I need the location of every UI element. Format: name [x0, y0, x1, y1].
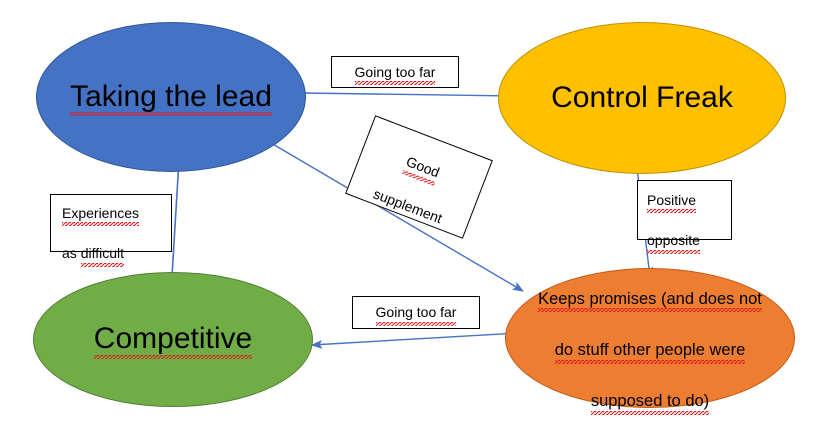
- spellcheck-underline: Experiences: [62, 203, 140, 227]
- node-control-freak[interactable]: Control Freak: [498, 22, 786, 174]
- spellcheck-underline: opposite: [647, 230, 700, 254]
- edge-label-good-supplement[interactable]: Good supplement: [345, 115, 493, 239]
- arrow-keeps-promises-to-competitive: [310, 332, 519, 349]
- spellcheck-underline: Positive: [647, 190, 697, 214]
- spellcheck-underline: Good: [403, 151, 443, 183]
- node-taking-the-lead-label: Taking the lead: [62, 78, 280, 118]
- node-competitive[interactable]: Competitive: [33, 272, 313, 407]
- spellcheck-underline: Keeps promises (and does not: [538, 287, 762, 313]
- edge-label-going-too-far-top[interactable]: Going too far: [331, 56, 459, 88]
- edge-label-experiences-as-difficult-text: Experiences as difficult: [62, 182, 140, 267]
- spellcheck-underline: Going too far: [375, 302, 456, 326]
- spellcheck-underline: Going too far: [354, 62, 435, 86]
- edge-label-going-too-far-bottom[interactable]: Going too far: [352, 296, 480, 329]
- arrow-competitive-to-taking-the-lead: [171, 158, 184, 277]
- node-control-freak-label: Control Freak: [551, 80, 733, 114]
- spellcheck-underline: do stuff other people were: [554, 338, 745, 365]
- edge-label-good-supplement-line2: supplement: [371, 185, 445, 227]
- node-competitive-label: Competitive: [86, 320, 260, 361]
- edge-label-line2: as difficult: [62, 243, 125, 267]
- edge-label-good-supplement-text: Good supplement: [370, 125, 468, 229]
- spellcheck-underline: Competitive: [93, 320, 253, 361]
- arrow-taking-the-lead-to-control-freak: [302, 91, 518, 101]
- edge-label-experiences-as-difficult[interactable]: Experiences as difficult: [50, 194, 172, 267]
- node-keeps-promises-label: Keeps promises (and does not do stuff ot…: [530, 261, 770, 416]
- spellcheck-underline: supposed to do): [590, 389, 710, 416]
- node-taking-the-lead[interactable]: Taking the lead: [36, 22, 306, 172]
- edge-label-positive-opposite[interactable]: Positive opposite: [637, 180, 732, 254]
- node-keeps-promises[interactable]: Keeps promises (and does not do stuff ot…: [505, 268, 795, 416]
- spellcheck-underline: Taking the lead: [70, 78, 272, 118]
- spellcheck-underline: difficult: [80, 243, 125, 267]
- edge-label-positive-opposite-text: Positive opposite: [647, 169, 700, 254]
